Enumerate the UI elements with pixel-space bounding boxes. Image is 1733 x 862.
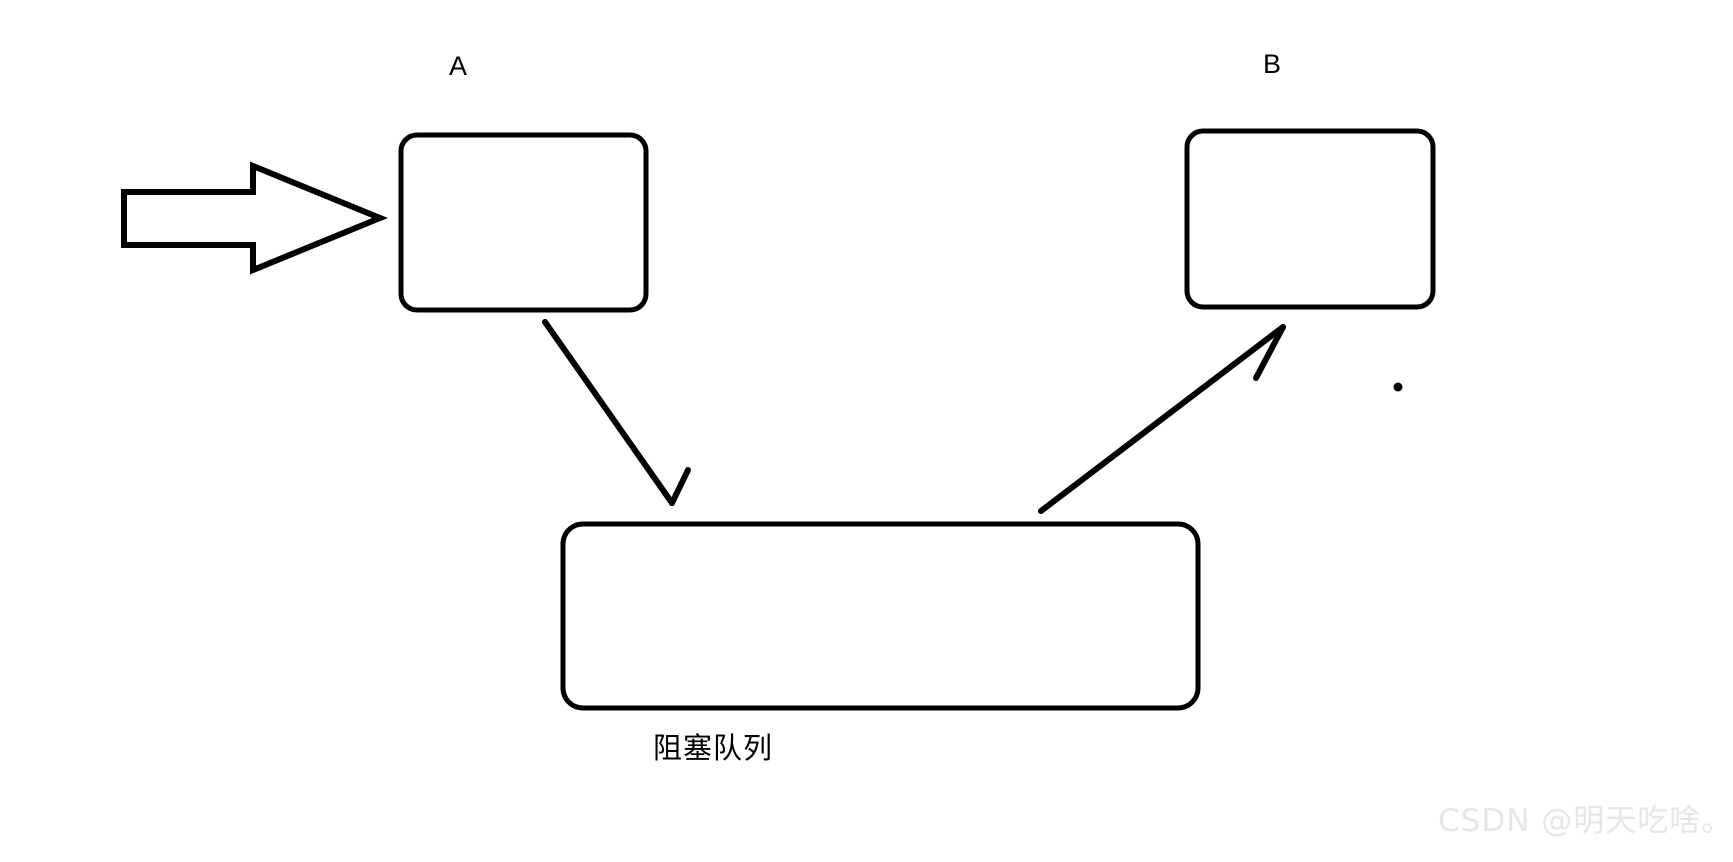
arrow-a-to-queue-shaft: [542, 319, 675, 506]
arrow-a-to-queue: [542, 319, 691, 506]
box-a-label: A: [449, 51, 468, 81]
arrow-queue-to-b-shaft: [1038, 324, 1286, 514]
stray-dot-mark: [1393, 382, 1403, 392]
arrow-queue-to-b-head-barb: [1253, 324, 1286, 381]
box-b-label: B: [1263, 49, 1282, 79]
box-a[interactable]: [398, 132, 649, 313]
arrow-queue-to-b: [1038, 324, 1286, 514]
queue-box[interactable]: [560, 521, 1201, 711]
box-b[interactable]: [1184, 128, 1436, 310]
queue-box-caption: 阻塞队列: [653, 731, 774, 765]
input-block-arrow: [121, 161, 388, 275]
arrow-a-to-queue-head-barb: [669, 467, 691, 506]
csdn-watermark: CSDN @明天吃啥。: [1438, 803, 1733, 839]
